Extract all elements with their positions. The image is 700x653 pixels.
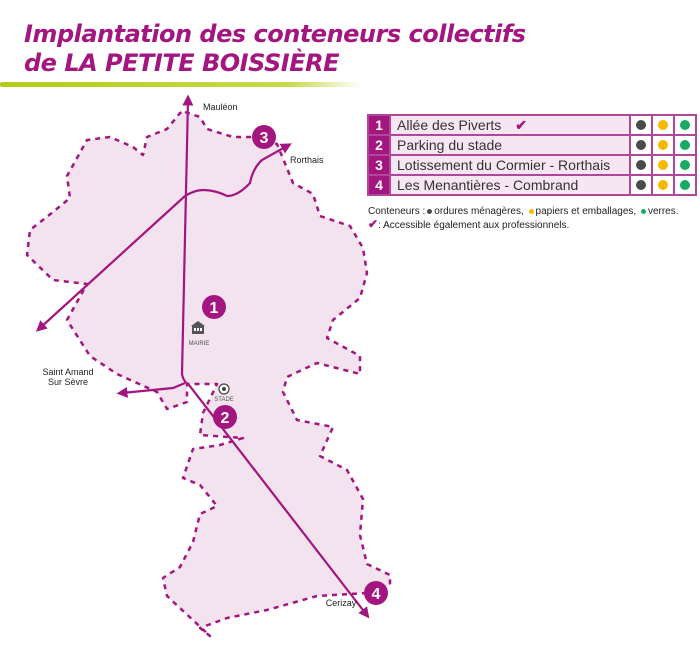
marker-4[interactable]: 4 [364, 581, 388, 605]
title-line-1: Implantation des conteneurs collectifs [24, 20, 526, 48]
check-icon: ✔ [515, 116, 528, 133]
site-name: Les Menantières - Combrand [397, 177, 579, 193]
ordures-cell [629, 134, 653, 156]
site-row: 3 Lotissement du Cormier - Rorthais [367, 154, 697, 176]
town-cerizay: Cerizay [326, 598, 357, 608]
papiers-cell [651, 154, 675, 176]
papiers-dot-icon [658, 119, 668, 130]
ordures-dot-icon [636, 139, 646, 150]
svg-text:2: 2 [221, 410, 230, 427]
site-name: Parking du stade [397, 137, 503, 153]
site-name: Lotissement du Cormier - Rorthais [397, 157, 611, 173]
ordures-dot-icon [427, 208, 433, 214]
site-row: 2 Parking du stade [367, 134, 697, 156]
verres-dot-icon [680, 179, 690, 190]
stade-label: STADE [214, 397, 234, 403]
papiers-dot-icon [528, 208, 534, 214]
legend-papiers: papiers et emballages, [535, 206, 637, 217]
marker-3[interactable]: 3 [252, 125, 276, 149]
site-name-cell: Lotissement du Cormier - Rorthais [389, 154, 631, 176]
title-line-2: de LA PETITE BOISSIÈRE [24, 49, 339, 77]
site-name: Allée des Piverts [397, 116, 502, 133]
verres-cell [673, 174, 697, 196]
road-rorthais [184, 143, 292, 198]
road-cerizay [180, 373, 370, 619]
town-hall-icon [191, 321, 205, 334]
town-saint-amand: Saint Amand [42, 367, 93, 377]
town-saint-amand-2: Sur Sèvre [48, 377, 88, 387]
site-number: 4 [367, 174, 391, 196]
site-row: 1 Allée des Piverts ✔ [367, 114, 697, 136]
papiers-cell [651, 134, 675, 156]
site-number: 1 [367, 114, 391, 136]
verres-dot-icon [640, 208, 646, 214]
site-number: 2 [367, 134, 391, 156]
papiers-dot-icon [658, 159, 668, 170]
verres-dot-icon [680, 119, 690, 130]
legend-prefix: Conteneurs : [368, 206, 426, 217]
papiers-cell [651, 114, 675, 136]
road-west [35, 195, 186, 332]
papiers-dot-icon [658, 179, 668, 190]
site-name-cell: Parking du stade [389, 134, 631, 156]
ordures-cell [629, 114, 653, 136]
verres-dot-icon [680, 159, 690, 170]
ordures-dot-icon [636, 159, 646, 170]
verres-dot-icon [680, 139, 690, 150]
site-name-cell: Allée des Piverts ✔ [389, 114, 631, 136]
verres-cell [673, 154, 697, 176]
town-rorthais: Rorthais [290, 155, 324, 165]
svg-text:3: 3 [260, 130, 269, 147]
ordures-dot-icon [636, 179, 646, 190]
check-icon: ✔ [368, 217, 379, 231]
verres-cell [673, 134, 697, 156]
svg-text:4: 4 [372, 586, 381, 603]
papiers-dot-icon [658, 139, 668, 150]
marker-1[interactable]: 1 [202, 295, 226, 319]
legend-verres: verres. [647, 206, 679, 217]
site-number: 3 [367, 154, 391, 176]
legend-pro-text: : Accessible également aux professionnel… [378, 220, 570, 231]
ordures-cell [629, 174, 653, 196]
verres-cell [673, 114, 697, 136]
marker-2[interactable]: 2 [213, 405, 237, 429]
legend: Conteneurs : ordures ménagères, papiers e… [368, 205, 679, 232]
road-mauleon [180, 94, 194, 375]
road-saint-amand [116, 381, 186, 398]
mairie-label: MAIRIE [189, 341, 210, 347]
commune-boundary [25, 110, 392, 638]
site-row: 4 Les Menantières - Combrand [367, 174, 697, 196]
papiers-cell [651, 174, 675, 196]
legend-ordures: ordures ménagères, [434, 206, 524, 217]
sites-table: 1 Allée des Piverts✔ 2 Parking du stade … [367, 114, 697, 196]
football-icon [218, 383, 230, 395]
ordures-dot-icon [636, 119, 646, 130]
ordures-cell [629, 154, 653, 176]
site-name-cell: Les Menantières - Combrand [389, 174, 631, 196]
town-mauleon: Mauléon [203, 102, 238, 112]
svg-text:1: 1 [210, 300, 219, 317]
title-underline [0, 82, 362, 87]
